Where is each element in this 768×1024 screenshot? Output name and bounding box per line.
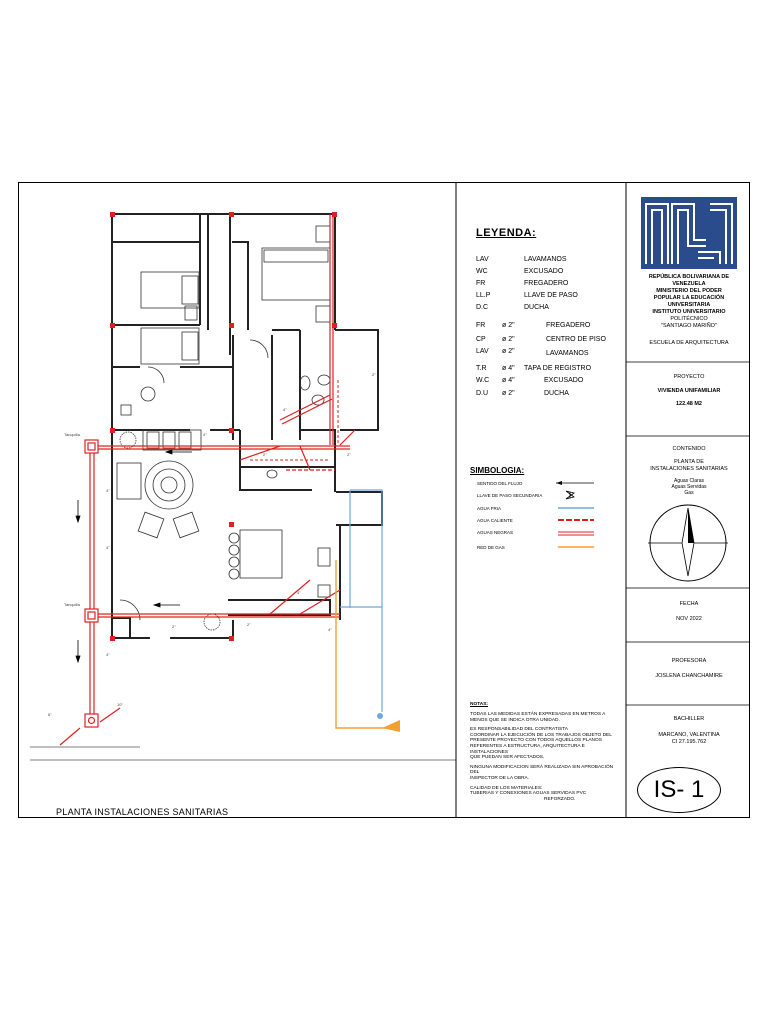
date-value: NOV 2022	[676, 616, 702, 622]
tanquilla-label: Tanquilla	[64, 432, 80, 437]
project-area: 122.48 M2	[676, 401, 702, 407]
symbology-label: AGUA FRIA	[477, 506, 502, 511]
notes-body: TODAS LAS MEDIDAS ESTÁN EXPRESADAS EN ME…	[470, 712, 620, 802]
student-id: CI 27.195.762	[671, 739, 707, 745]
note-line: MENOS QUE SE INDICA OTRA UNIDAD.	[470, 717, 560, 723]
symbology-label: RED DE GAS	[477, 545, 505, 550]
legend-code: LL.P	[476, 292, 491, 299]
student-label: BACHILLER	[673, 716, 705, 722]
diameter-desc: EXCUSADO	[544, 377, 584, 384]
pipe-label: 4"	[106, 652, 110, 657]
note-line: REFORZADO.	[544, 796, 576, 802]
content-label: CONTENIDO	[672, 446, 706, 452]
diameter-code: LAV	[476, 348, 489, 355]
teacher-name: JOSLENA CHANCHAMIRE	[655, 673, 723, 679]
symbology-title: SIMBOLOGIA:	[470, 466, 525, 475]
diameter-desc: CENTRO DE PISO	[546, 336, 606, 343]
pipe-label: 4"	[328, 627, 332, 632]
content-line: Aguas Servidas	[671, 484, 707, 490]
symbology-label: AGUA CALIENTE	[477, 518, 513, 523]
diameter-code: CP	[476, 336, 486, 343]
pipe-label: 2"	[263, 452, 267, 457]
legend-desc: LLAVE DE PASO	[524, 292, 578, 299]
diameter-value: ø 2"	[502, 322, 515, 329]
date-label: FECHA	[679, 601, 699, 607]
institution-line: POLITÉCNICO	[670, 316, 708, 322]
note-line: TODAS LAS MEDIDAS ESTÁN EXPRESADAS EN ME…	[470, 712, 606, 717]
legend-desc: LAVAMANOS	[524, 256, 567, 263]
institution-line: INSTITUTO UNIVERSITARIO	[652, 309, 726, 315]
legend-desc: FREGADERO	[524, 280, 569, 287]
content-line: PLANTA DE	[674, 459, 704, 465]
north-arrow	[648, 504, 728, 582]
project-name: VIVIENDA UNIFAMILIAR	[657, 388, 721, 394]
symbology-label: AGUAS NEGRAS	[477, 530, 514, 535]
school-name: ESCUELA DE ARQUITECTURA	[649, 340, 729, 346]
diameter-value: ø 2"	[502, 348, 515, 355]
symbology-label: SENTIDO DEL FLUJO	[477, 481, 523, 486]
legend-desc: EXCUSADO	[524, 268, 564, 275]
diameter-value: ø 4"	[502, 377, 515, 384]
diameter-code: D.U	[476, 390, 489, 397]
note-line: COORDINAR LA EJECUCIÓN DE LOS TRABAJOS O…	[470, 732, 612, 738]
diameter-desc: DUCHA	[544, 390, 569, 397]
note-line: CALIDAD DE LOS MATERIALES:	[470, 785, 543, 791]
project-label: PROYECTO	[673, 374, 705, 380]
drawing-sheet	[18, 182, 750, 818]
diameter-code: FR	[476, 322, 486, 329]
institution-logo	[641, 197, 737, 269]
plan-title: PLANTA INSTALACIONES SANITARIAS	[56, 807, 229, 817]
teacher-label: PROFESORA	[671, 658, 707, 664]
pipe-label: 4"	[106, 488, 110, 493]
legend-code: LAV	[476, 256, 489, 263]
pipe-label: 6"	[48, 712, 52, 717]
legend-code: WC	[476, 268, 488, 275]
sheet-code: IS- 1	[637, 767, 721, 813]
diameter-value: ø 2"	[502, 390, 515, 397]
institution-line: VENEZUELA	[672, 281, 706, 287]
note-line: ES RESPONSABILIDAD DEL CONTRATISTA	[470, 727, 569, 733]
diameter-code: T.R	[476, 365, 487, 372]
diameter-value: ø 4"	[502, 365, 515, 372]
note-line: TUBERIAS Y CONEXIONES AGUAS SERVIDAS PVC	[470, 791, 587, 797]
note-line: NINGUNA MODIFICACION SERÁ REALIZADA SIN …	[470, 764, 614, 776]
institution-line: UNIVERSITARIA	[667, 302, 711, 308]
diameter-desc: FREGADERO	[546, 322, 591, 329]
legend-title: LEYENDA:	[476, 227, 537, 239]
symbology-samples	[556, 481, 594, 548]
pipe-label: 4"	[106, 545, 110, 550]
pipe-label: 4"	[283, 407, 287, 412]
diameter-desc: LAVAMANOS	[546, 350, 589, 357]
pipe-label: 2"	[347, 452, 351, 457]
note-line: PRESENTE PROYECTO CON TODOS AQUELLOS PLA…	[470, 738, 602, 744]
content-line: Aguas Claras	[673, 478, 704, 484]
institution-line: POPULAR LA EDUCACIÓN	[653, 295, 725, 301]
institution-line: REPÚBLICA BOLIVARIANA DE	[648, 274, 730, 280]
content-line: INSTALACIONES SANITARIAS	[650, 466, 728, 472]
pipe-label: 4"	[297, 590, 301, 595]
note-line: INSPECTOR DE LA OBRA.	[470, 775, 530, 781]
legend-code: D.C	[476, 304, 489, 311]
note-line: REFERENTES A ESTRUCTURA, ARQUITECTURA E …	[470, 743, 585, 755]
symbology-label: LLAVE DE PASO SECUNDARIA	[477, 493, 543, 498]
legend-code: FR	[476, 280, 486, 287]
student-name: MARCANO, VALENTINA	[658, 732, 720, 738]
diameter-code: W.C	[476, 377, 490, 384]
content-line: Gas	[684, 490, 694, 496]
notes-title: NOTAS:	[470, 702, 489, 707]
pipe-label: 10"	[117, 702, 123, 707]
pipe-label: 2"	[172, 624, 176, 629]
diameter-value: ø 2"	[502, 336, 515, 343]
institution-line: "SANTIAGO MARIÑO"	[661, 323, 717, 329]
pipe-label: 2"	[372, 372, 376, 377]
legend-desc: DUCHA	[524, 304, 549, 311]
pipe-label: 4"	[203, 432, 207, 437]
tanquilla-label: Tanquilla	[64, 602, 80, 607]
pipe-label: 2"	[247, 622, 251, 627]
note-line: QUE PUEDAN SER AFECTADOS.	[470, 755, 545, 761]
institution-line: MINISTERIO DEL PODER	[656, 288, 722, 294]
diameter-desc: TAPA DE REGISTRO	[524, 365, 592, 372]
